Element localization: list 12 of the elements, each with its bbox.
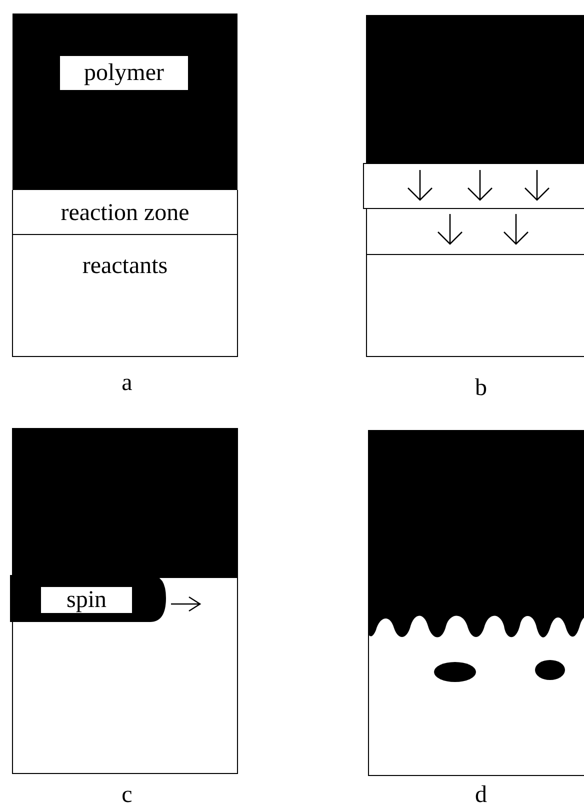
region-label: reaction zone — [60, 200, 190, 224]
panel-letter: a — [122, 371, 132, 395]
region-label: reactants — [82, 254, 168, 278]
panel-letter: b — [475, 376, 487, 400]
reactants-region — [12, 234, 238, 357]
panel-letter: d — [475, 783, 487, 806]
label-box — [60, 56, 188, 90]
reaction-zone-band — [12, 190, 238, 235]
panel-letter: c — [122, 783, 132, 806]
region-label: spin — [66, 588, 106, 612]
region-label: polymer — [84, 61, 164, 85]
label-box — [41, 587, 132, 613]
